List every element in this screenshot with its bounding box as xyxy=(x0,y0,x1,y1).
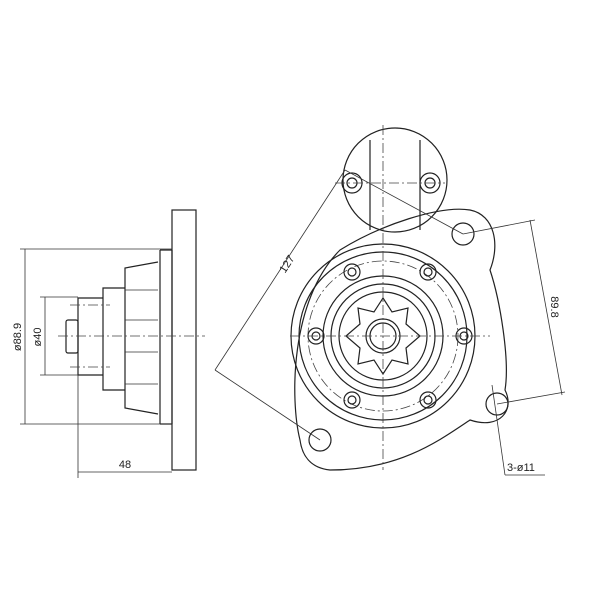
dim-mounting-holes: 3-ø11 xyxy=(507,462,535,474)
dim-bolt-diagonal: 127 xyxy=(277,253,297,275)
front-dimensions: 127 89.8 3-ø11 xyxy=(214,169,566,476)
dim-bolt-spacing: 89.8 xyxy=(548,296,560,317)
dim-pilot-diameter: ø40 xyxy=(32,328,44,347)
dim-pinion-offset: 48 xyxy=(119,459,131,471)
mounting-holes xyxy=(308,222,509,452)
front-view xyxy=(290,125,509,471)
side-dimensions: ø88.9 ø40 48 xyxy=(12,248,172,478)
dim-flange-diameter: ø88.9 xyxy=(12,323,24,351)
